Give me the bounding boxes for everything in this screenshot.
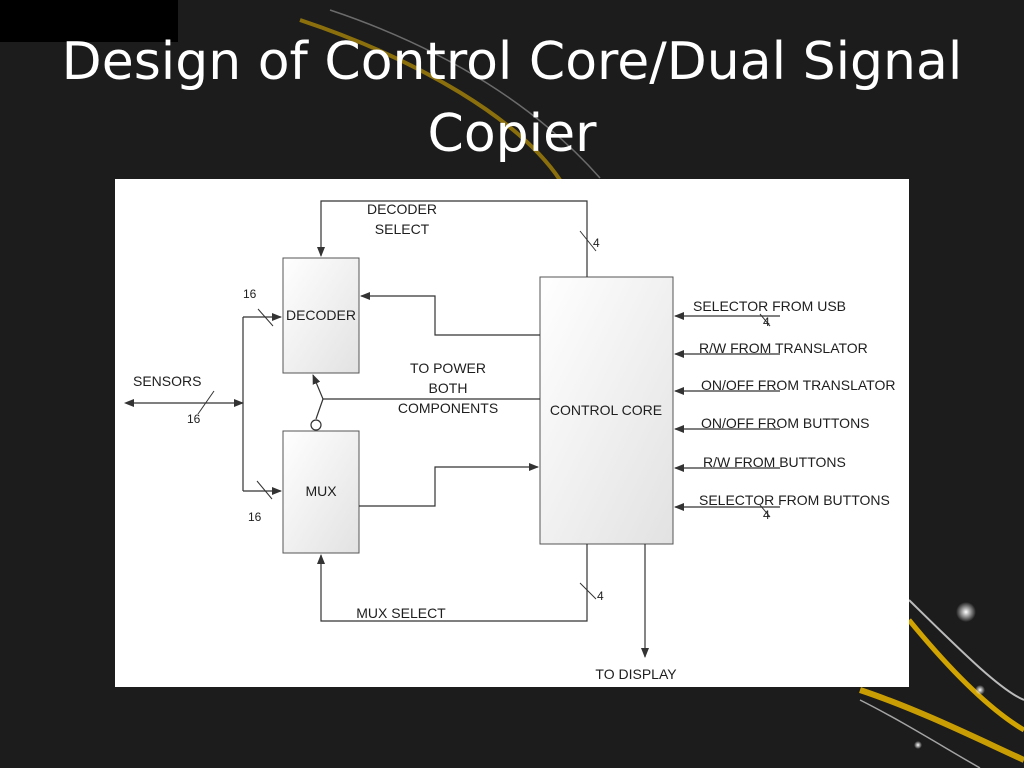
input-onoff-buttons-label: ON/OFF FROM BUTTONS	[701, 415, 870, 431]
selector-buttons-bus-tick	[759, 504, 771, 518]
decoder-block	[282, 257, 360, 374]
mux-select-wire	[317, 544, 588, 622]
to-power-label-3: COMPONENTS	[398, 400, 498, 416]
core-to-decoder-wire	[360, 292, 540, 336]
mux-label: MUX	[305, 483, 337, 499]
mux-block	[282, 430, 360, 554]
corner-block	[0, 0, 178, 42]
decoder-in-bus-width: 16	[243, 287, 257, 301]
decoder-in-bus-tick	[257, 308, 274, 327]
decoder-select-wire	[317, 200, 588, 277]
sensors-label: SENSORS	[133, 373, 201, 389]
input-selector-buttons-label: SELECTOR FROM BUTTONS	[699, 492, 890, 508]
control-core-label: CONTROL CORE	[550, 402, 662, 418]
decoder-label: DECODER	[286, 307, 356, 323]
power-node	[310, 419, 322, 431]
block-diagram: DECODER MUX CONTROL CORE 4 DECODER SELEC…	[115, 179, 909, 687]
decoder-select-label-1: DECODER	[367, 201, 437, 217]
decoder-select-bus-width: 4	[593, 236, 600, 250]
sensors-bus-width: 16	[187, 412, 201, 426]
decoder-select-bus-tick	[579, 230, 597, 252]
usb-bus-tick	[759, 313, 771, 327]
sensors-bus-tick	[197, 390, 215, 415]
decoder-select-label-2: SELECT	[375, 221, 430, 237]
selector-buttons-bus-width: 4	[763, 508, 770, 522]
control-core-block	[539, 276, 674, 545]
mux-in-bus-tick	[256, 480, 273, 500]
to-power-label-2: BOTH	[429, 380, 468, 396]
power-to-decoder-wire	[312, 374, 324, 400]
to-display-label: TO DISPLAY	[595, 666, 677, 682]
input-rw-buttons-label: R/W FROM BUTTONS	[703, 454, 846, 470]
mux-in-bus-width: 16	[248, 510, 262, 524]
input-rw-translator-label: R/W FROM TRANSLATOR	[699, 340, 868, 356]
mux-to-core-wire	[359, 463, 539, 507]
to-power-label-1: TO POWER	[410, 360, 486, 376]
usb-bus-width: 4	[763, 315, 770, 329]
input-usb-label: SELECTOR FROM USB	[693, 298, 846, 314]
mux-select-bus-tick	[579, 582, 597, 600]
input-onoff-translator-label: ON/OFF FROM TRANSLATOR	[701, 377, 895, 393]
diagram-canvas: DECODER MUX CONTROL CORE 4 DECODER SELEC…	[124, 200, 895, 682]
mux-select-label: MUX SELECT	[356, 605, 446, 621]
mux-select-bus-width: 4	[597, 589, 604, 603]
slide-title: Design of Control Core/Dual Signal Copie…	[61, 32, 963, 164]
power-to-mux-wire	[315, 398, 324, 420]
